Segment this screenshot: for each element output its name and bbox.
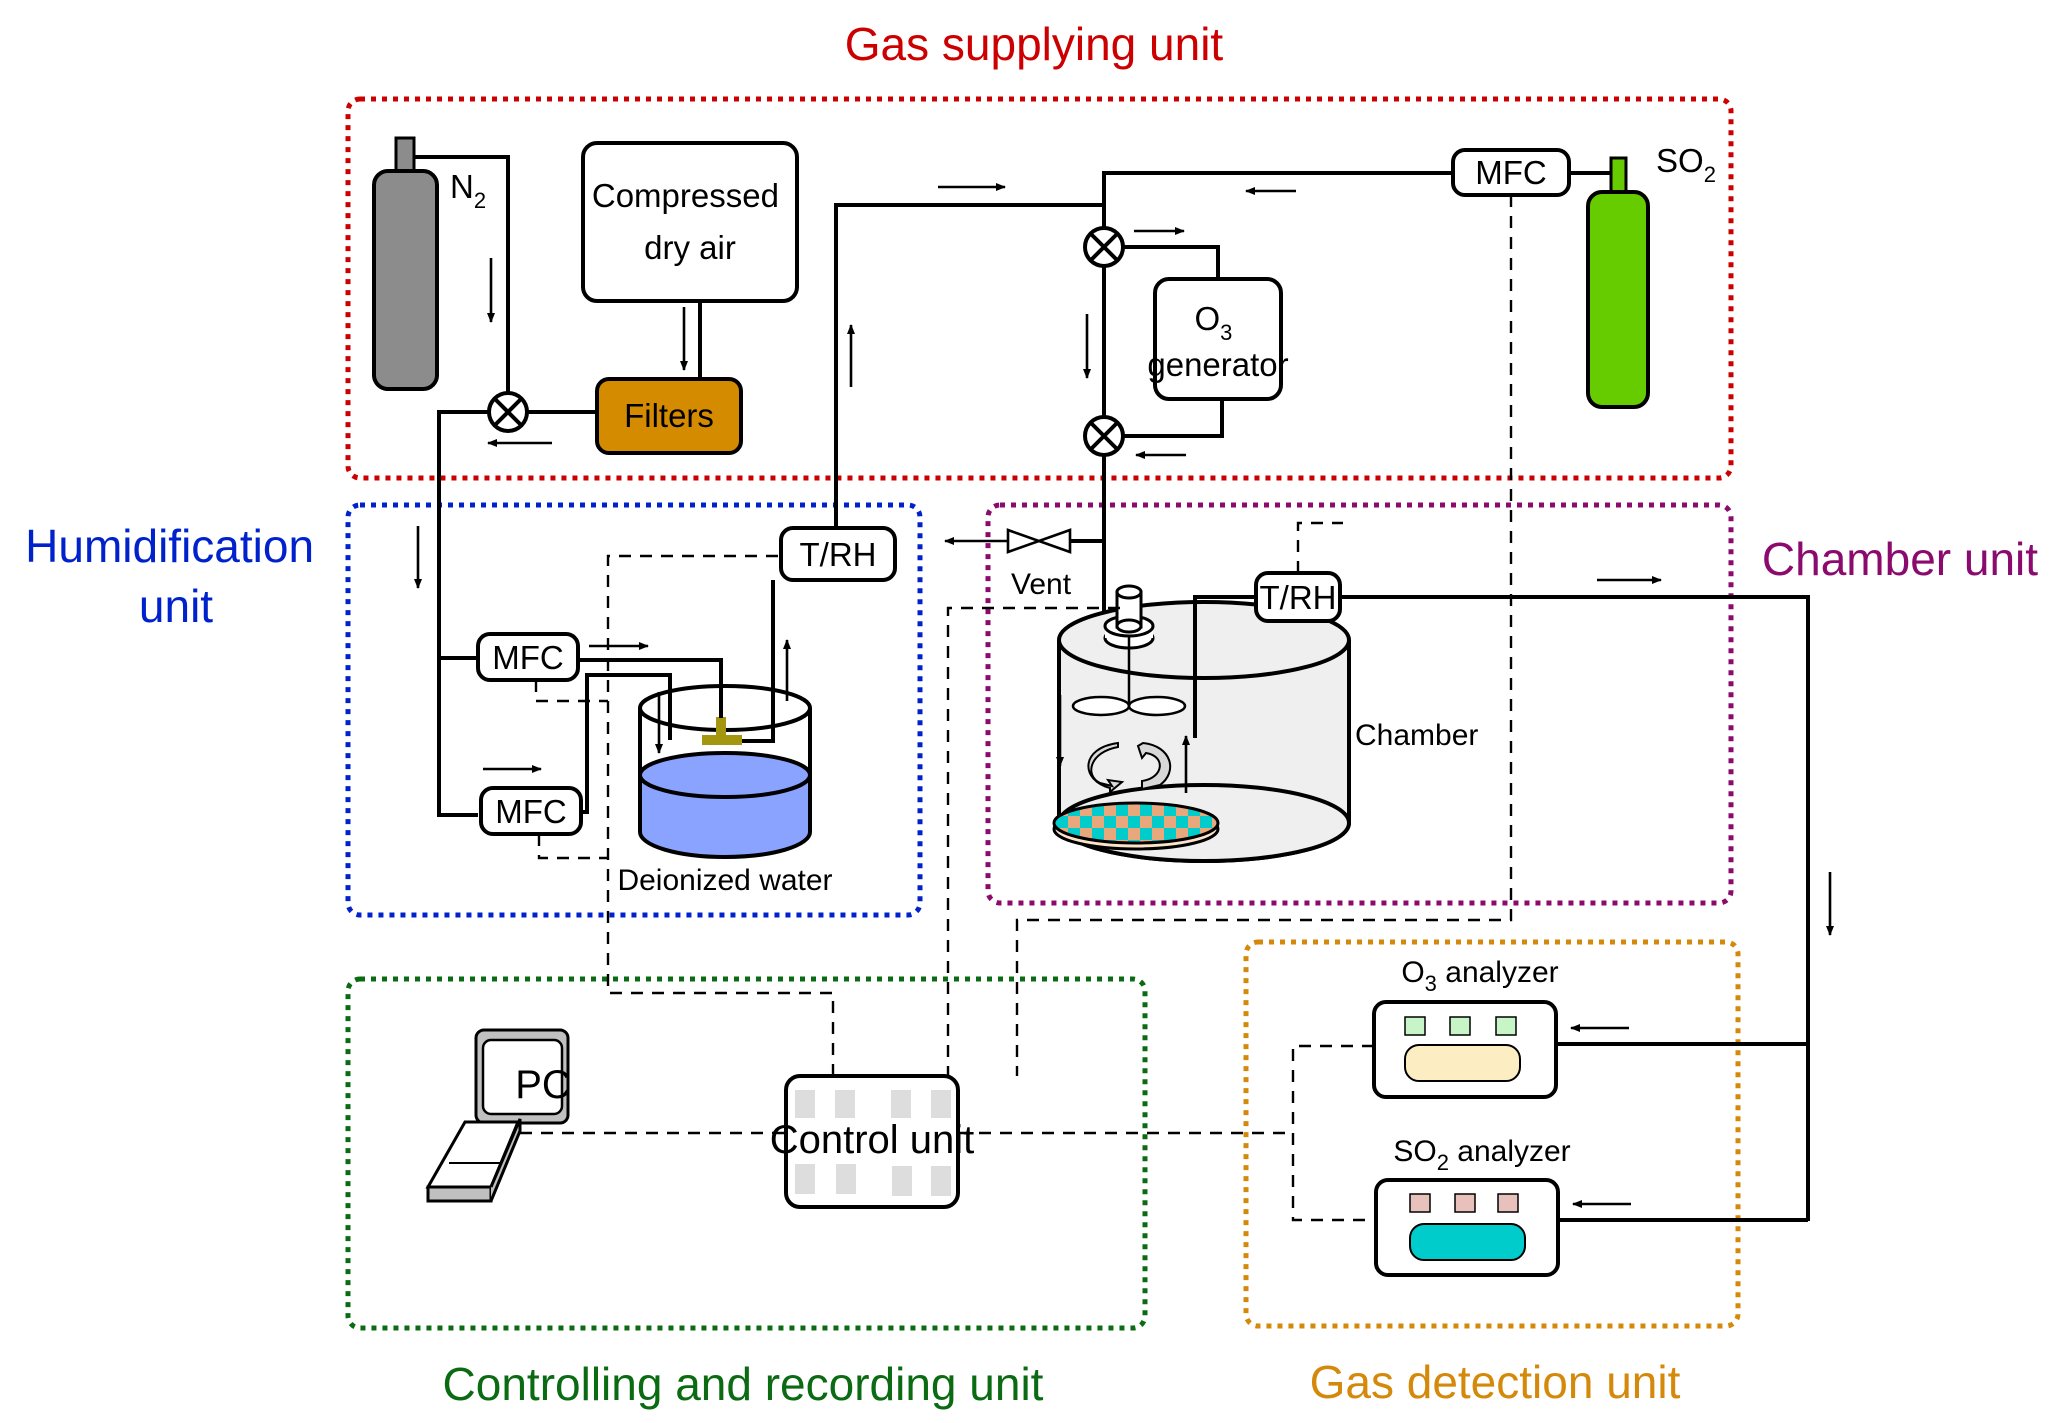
- stirrer-blade-right: [1127, 695, 1187, 717]
- valve-o3-top: [1083, 226, 1125, 268]
- pipe-mfc-bottom-to-vessel: [581, 673, 672, 814]
- n2-cylinder-body: [372, 169, 439, 391]
- chamber-unit-title: Chamber unit: [1762, 533, 2038, 585]
- compressed-dry-air-box: [581, 141, 799, 303]
- o3-analyzer-led-3: [1495, 1016, 1517, 1036]
- vent-label: Vent: [1011, 568, 1072, 601]
- sample-dish: [1052, 801, 1220, 851]
- filters-box: [595, 377, 743, 455]
- so2-cylinder: [1586, 156, 1650, 409]
- control-unit-label: Control unit: [770, 1118, 975, 1162]
- so2-analyzer-led-3: [1497, 1193, 1519, 1213]
- compressed-air-line2: dry air: [644, 229, 736, 266]
- o3-gen-sub: 3: [1220, 320, 1232, 345]
- control-unit-pads: [795, 1090, 951, 1196]
- trh-chamber-label: T/RH: [1260, 579, 1337, 616]
- n2-label: N2: [450, 168, 486, 213]
- chamber-unit-border: [985, 502, 1734, 906]
- mfc-so2-label: MFC: [1475, 154, 1546, 191]
- o3-analyzer-label: O3 analyzer: [1401, 956, 1558, 996]
- o3-analyzer-sub: 3: [1425, 971, 1437, 996]
- pipe-valve-to-o3gen: [1123, 245, 1220, 279]
- o3-analyzer-led-1: [1404, 1016, 1426, 1036]
- mfc-humid-top-label: MFC: [492, 639, 563, 676]
- n2-subscript: 2: [474, 188, 486, 213]
- deionized-water-label: Deionized water: [617, 864, 832, 897]
- vent-valve: [1006, 528, 1072, 554]
- gas-supplying-unit-border: [345, 96, 1734, 481]
- o3-analyzer: [1372, 1000, 1558, 1099]
- o3-generator-label: O3 generator: [1147, 300, 1288, 383]
- n2-cylinder-neck: [394, 136, 416, 175]
- so2-analyzer-sub: 2: [1437, 1150, 1449, 1175]
- signal-chamber: [946, 606, 1120, 1076]
- so2-label: SO2: [1656, 142, 1716, 187]
- bubbler-t: [702, 735, 742, 745]
- so2-analyzer-label: SO2 analyzer: [1393, 1135, 1570, 1175]
- so2-cylinder-body: [1586, 190, 1650, 409]
- so2-analyzer: [1374, 1178, 1560, 1277]
- o3-analyzer-led-2: [1449, 1016, 1471, 1036]
- pipe-humid-to-top: [834, 203, 1104, 537]
- signal-trh-humid: [606, 554, 835, 1080]
- pc-label: PC: [515, 1063, 571, 1107]
- compressed-air-line1: Compressed: [592, 177, 779, 214]
- controlling-unit-border: [345, 976, 1148, 1331]
- gas-supplying-unit-title: Gas supplying unit: [845, 18, 1224, 70]
- filters-label: Filters: [624, 397, 714, 434]
- circulation-arrows-icon: [1087, 741, 1172, 795]
- gas-detection-unit-title: Gas detection unit: [1310, 1356, 1681, 1408]
- humidification-unit-border: [345, 502, 923, 918]
- chamber-label: Chamber: [1355, 719, 1478, 752]
- signal-trh-chamber: [1296, 521, 1343, 573]
- n2-cylinder: [372, 136, 439, 391]
- pipe-trh-to-analyzers: [1340, 595, 1810, 1221]
- gas-detection-unit-border: [1243, 939, 1741, 1329]
- pipe-vessel-to-trh: [742, 580, 775, 743]
- so2-subscript: 2: [1704, 162, 1716, 187]
- pipe-n2-to-valve: [414, 155, 510, 392]
- pipe-so2-to-junction: [1102, 171, 1454, 229]
- so2-analyzer-led-2: [1454, 1193, 1476, 1213]
- mixing-valve-n2: [487, 391, 529, 433]
- o3-gen-main: O: [1194, 300, 1220, 337]
- pipe-mfc-top-to-vessel: [578, 658, 723, 718]
- pipe-chamber-to-trh: [1193, 595, 1262, 738]
- o3-gen-line2: generator: [1147, 346, 1288, 383]
- o3-generator-box: [1153, 277, 1283, 401]
- humidification-unit-title: Humidification unit: [25, 520, 327, 632]
- so2-analyzer-led-1: [1409, 1193, 1431, 1213]
- signal-mfc-top: [534, 680, 608, 703]
- compressed-dry-air-label: Compressed dry air: [592, 177, 788, 266]
- signal-mfc-bottom: [537, 834, 608, 860]
- so2-analyzer-display: [1409, 1223, 1526, 1261]
- humidifier-vessel: [638, 684, 812, 859]
- humidification-title-line2: unit: [139, 580, 213, 632]
- signal-mfc-so2: [1015, 195, 1513, 1076]
- pipe-o3gen-to-valve: [1123, 399, 1224, 438]
- bubbler-stem: [716, 717, 726, 737]
- control-unit-box: [784, 1074, 960, 1209]
- trh-humid-label: T/RH: [800, 536, 877, 573]
- pc-laptop-icon: [425, 1028, 570, 1203]
- mfc-humid-bottom-label: MFC: [495, 793, 566, 830]
- signal-analyzers: [1291, 1044, 1376, 1222]
- mfc-humid-top-box: [476, 632, 580, 682]
- valve-o3-bottom: [1083, 415, 1125, 457]
- so2-cylinder-neck: [1609, 156, 1628, 195]
- pipe-valve-to-humid: [437, 410, 489, 817]
- stirrer-blade-left: [1071, 695, 1131, 717]
- humidification-title-line1: Humidification: [25, 520, 314, 572]
- controlling-unit-title: Controlling and recording unit: [443, 1358, 1044, 1410]
- water-surface: [638, 751, 812, 799]
- o3-analyzer-display: [1404, 1044, 1521, 1082]
